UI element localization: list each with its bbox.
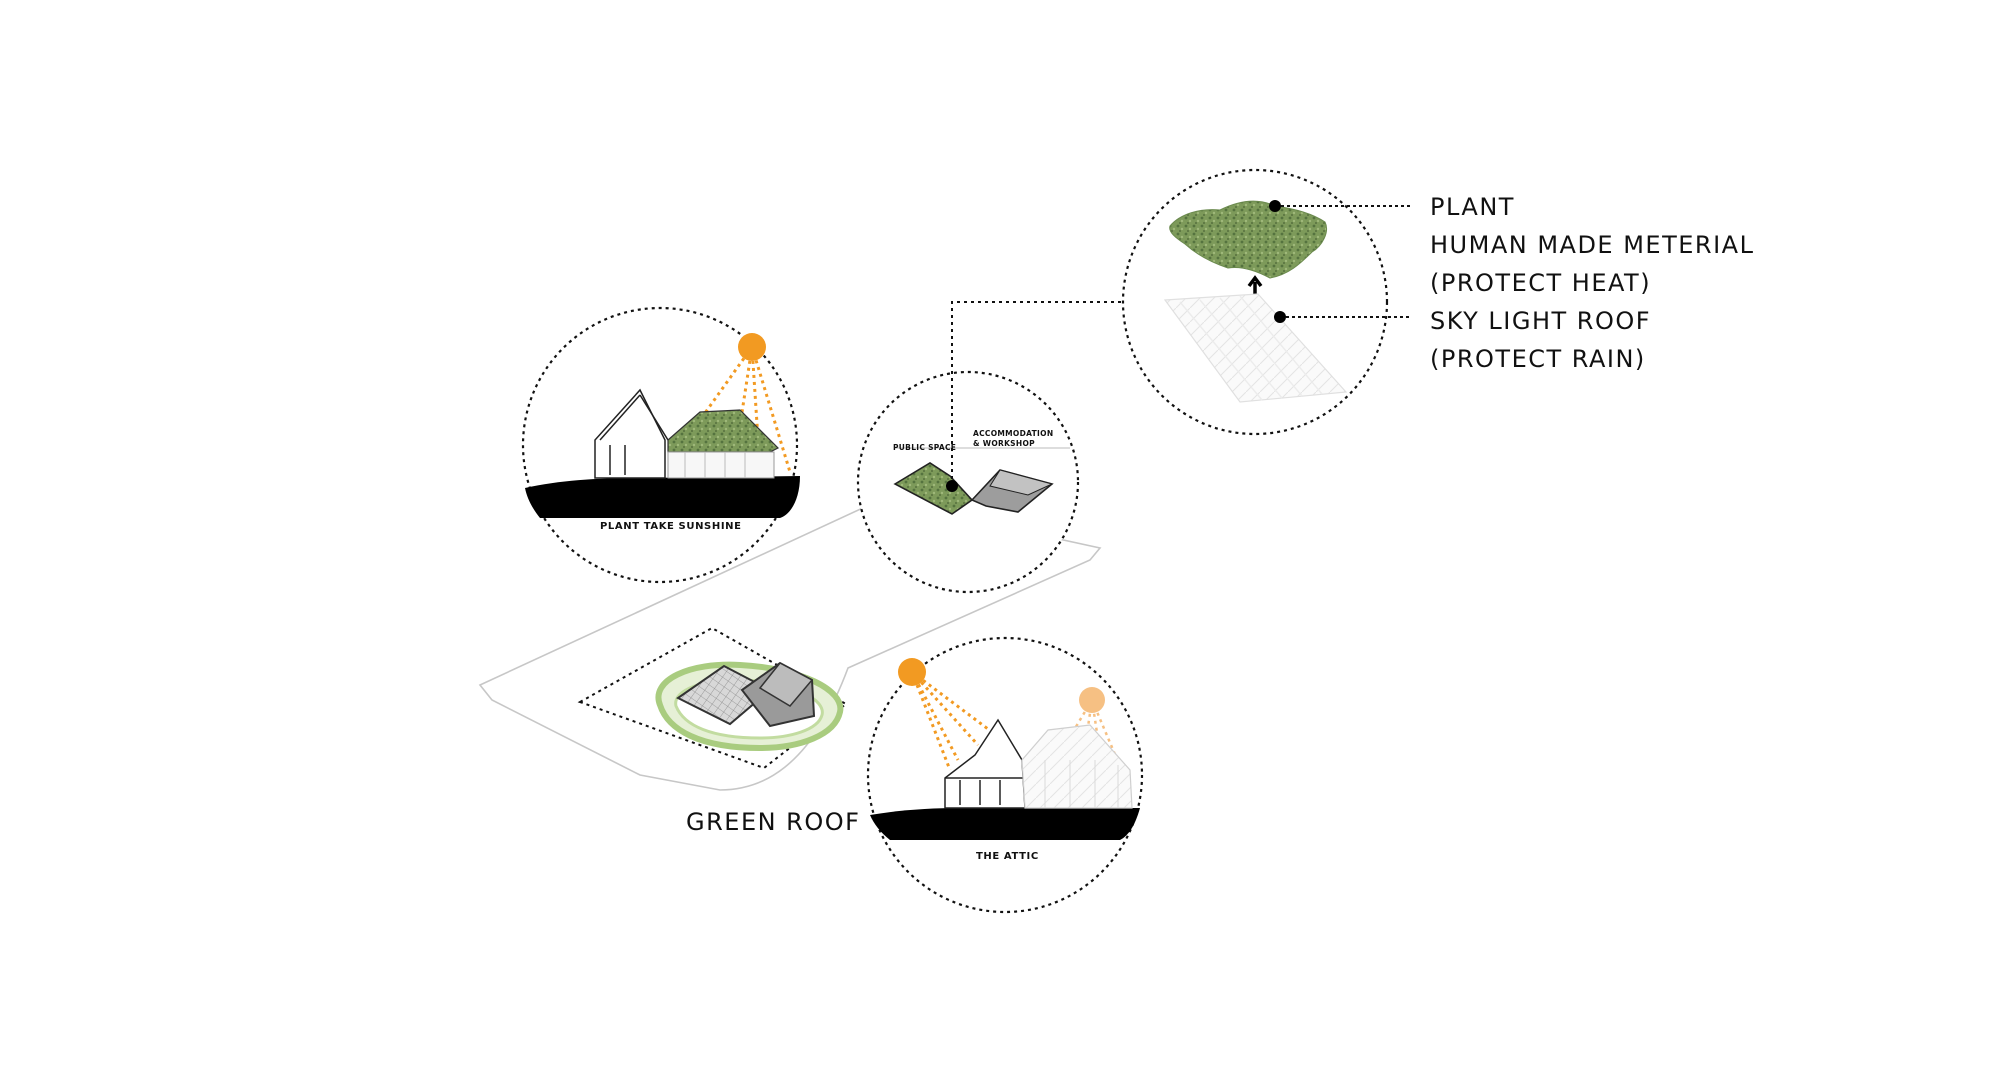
circle-the-attic bbox=[866, 636, 1144, 914]
leader-dot-icon bbox=[1269, 200, 1281, 212]
ground bbox=[870, 808, 1140, 840]
accommodation-label: ACCOMMODATION bbox=[973, 429, 1053, 438]
module-green bbox=[893, 462, 974, 515]
legend-human-made-material: HUMAN MADE METERIAL bbox=[1430, 231, 1754, 259]
leader-dot-icon bbox=[946, 480, 958, 492]
ground bbox=[525, 476, 800, 518]
leader-line bbox=[951, 301, 1128, 486]
workshop-label: & WORKSHOP bbox=[973, 439, 1035, 448]
house-section bbox=[594, 388, 669, 479]
green-roof-plan bbox=[577, 626, 848, 770]
legend-protect-heat: (PROTECT HEAT) bbox=[1430, 269, 1651, 297]
skylight-section bbox=[1021, 724, 1133, 809]
sun-rays bbox=[910, 670, 1001, 771]
legend-protect-rain: (PROTECT RAIN) bbox=[1430, 345, 1646, 373]
skylight-layer bbox=[1163, 293, 1348, 403]
legend-sky-light-roof: SKY LIGHT ROOF bbox=[1430, 307, 1651, 335]
site-boundary bbox=[577, 626, 848, 770]
circle-layer-detail bbox=[1121, 168, 1389, 436]
sun-icon bbox=[1079, 687, 1105, 713]
arrow-up-icon bbox=[1247, 275, 1263, 294]
green-roof-label: GREEN ROOF bbox=[686, 808, 860, 836]
sun-icon bbox=[898, 658, 926, 686]
plant-layer bbox=[1169, 200, 1327, 279]
sun-icon bbox=[738, 333, 766, 361]
legend-plant: PLANT bbox=[1430, 193, 1515, 221]
the-attic-label: THE ATTIC bbox=[976, 851, 1039, 862]
legend-leaders bbox=[1269, 200, 1410, 323]
circle-plant-take-sunshine bbox=[521, 306, 800, 584]
plant-take-sunshine-label: PLANT TAKE SUNSHINE bbox=[600, 521, 742, 532]
circle-roof-modules bbox=[856, 370, 1080, 594]
site-path-outline bbox=[478, 499, 1102, 791]
leader-dot-icon bbox=[1274, 311, 1286, 323]
public-space-label: PUBLIC SPACE bbox=[893, 443, 956, 452]
